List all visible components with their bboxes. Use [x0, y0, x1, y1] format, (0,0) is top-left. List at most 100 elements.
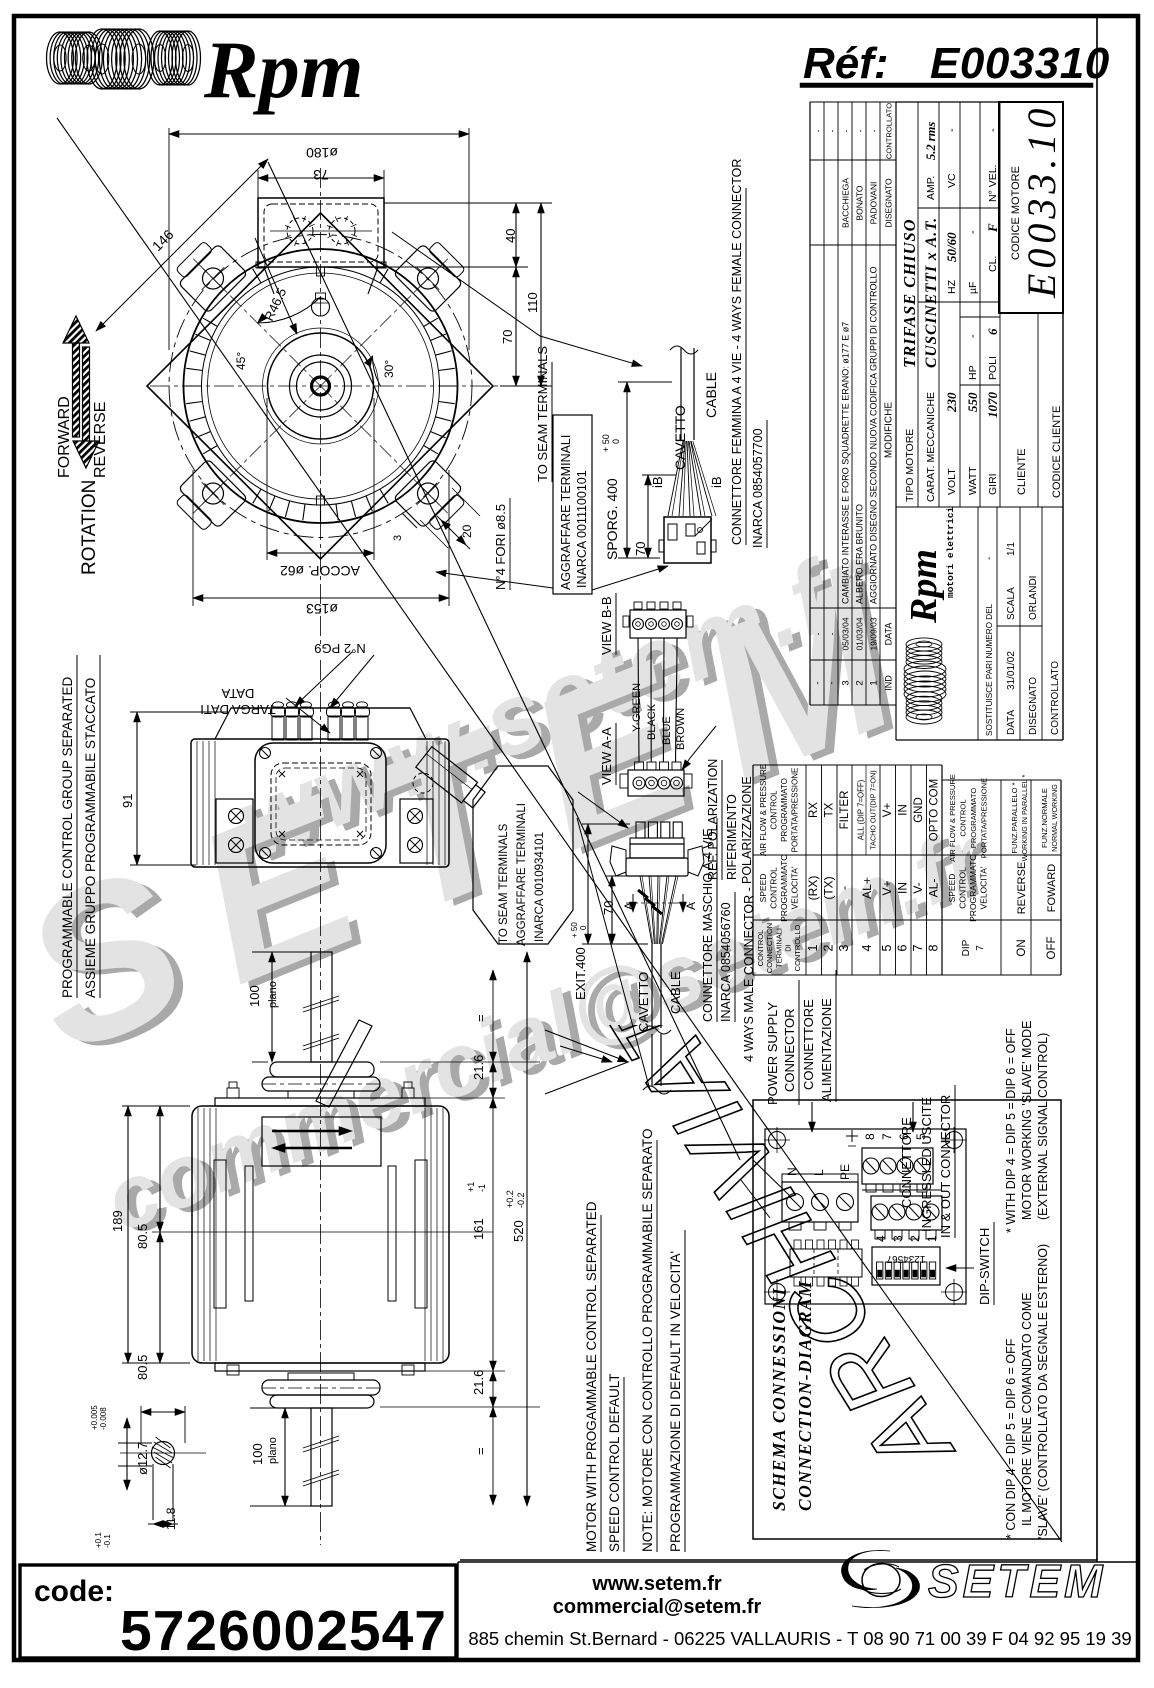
svg-text:plano: plano	[267, 981, 279, 1008]
svg-text:V+: V+	[882, 803, 894, 818]
svg-text:50/60: 50/60	[944, 232, 959, 262]
svg-text:WATT: WATT	[967, 466, 979, 495]
svg-text:SCHEMA CONNESSIONI: SCHEMA CONNESSIONI	[769, 1287, 789, 1511]
svg-text:DIP: DIP	[961, 939, 972, 956]
svg-text:DISEGNATO: DISEGNATO	[1028, 677, 1039, 735]
svg-text:-: -	[827, 632, 837, 635]
svg-text:1234567: 1234567	[886, 1253, 925, 1264]
svg-text:8: 8	[927, 944, 941, 951]
svg-text:CL.: CL.	[987, 256, 999, 272]
svg-text:189: 189	[110, 1210, 125, 1232]
svg-text:BACCHIEGA: BACCHIEGA	[841, 178, 851, 228]
svg-text:5: 5	[880, 944, 894, 951]
svg-text:PADOVANI: PADOVANI	[869, 182, 879, 225]
svg-text:FORWARD: FORWARD	[56, 396, 73, 478]
svg-text:IND: IND	[884, 675, 894, 691]
svg-text:5: 5	[914, 1133, 928, 1140]
svg-text:-: -	[813, 632, 823, 635]
svg-text:(TX): (TX)	[822, 876, 836, 899]
svg-text:4: 4	[860, 944, 874, 951]
svg-text:(EXTERNAL SIGNAL CONTROL): (EXTERNAL SIGNAL CONTROL)	[1036, 1033, 1050, 1220]
svg-text:-: -	[987, 128, 999, 132]
svg-text:F: F	[985, 223, 1000, 233]
svg-text:TACHO OUT(DIP 7=ON): TACHO OUT(DIP 7=ON)	[869, 770, 878, 849]
svg-text:110: 110	[525, 292, 540, 313]
svg-text:BONATO: BONATO	[855, 185, 865, 220]
svg-text:TARGA DATI: TARGA DATI	[200, 702, 275, 717]
svg-text:IN: IN	[898, 804, 910, 816]
svg-text:100: 100	[247, 985, 262, 1007]
svg-text:-0.008: -0.008	[99, 1407, 108, 1430]
svg-text:CABLE: CABLE	[703, 372, 719, 418]
svg-text:INARCA 0854057700: INARCA 0854057700	[751, 428, 765, 548]
svg-text:AMP.: AMP.	[925, 176, 937, 200]
svg-text:91: 91	[120, 794, 135, 808]
svg-text:ORLANDI: ORLANDI	[1028, 576, 1039, 620]
svg-text:161: 161	[471, 1218, 486, 1240]
svg-text:230: 230	[944, 392, 959, 413]
svg-text:+0.1: +0.1	[94, 1532, 103, 1548]
svg-text:RIFERIMENTO: RIFERIMENTO	[725, 794, 739, 880]
svg-text:-: -	[837, 886, 851, 890]
svg-text:INARCA 0010934101: INARCA 0010934101	[534, 832, 546, 942]
svg-text:CONNECTION-DIAGRAM: CONNECTION-DIAGRAM	[795, 1280, 815, 1511]
svg-text:+ 50: + 50	[570, 922, 579, 938]
svg-text:CABLE: CABLE	[668, 971, 683, 1014]
svg-text:WORKING IN PARALLEL *: WORKING IN PARALLEL *	[1020, 774, 1029, 861]
svg-text:6: 6	[897, 1133, 911, 1140]
svg-text:5.2 rms: 5.2 rms	[924, 122, 938, 160]
svg-text:FOWARD: FOWARD	[1046, 864, 1058, 913]
svg-text:+ 50: + 50	[601, 434, 611, 452]
svg-text:40: 40	[503, 229, 518, 243]
svg-text:SPEED: SPEED	[758, 874, 768, 903]
svg-text:11.8: 11.8	[164, 1507, 178, 1530]
svg-text:7: 7	[880, 1133, 894, 1140]
svg-text:PE: PE	[838, 1164, 852, 1180]
svg-text:CONTROL: CONTROL	[959, 799, 968, 836]
svg-text:TO SEAM TERMINALS: TO SEAM TERMINALS	[498, 823, 510, 944]
svg-text:CARAT. MECCANICHE: CARAT. MECCANICHE	[925, 392, 937, 502]
svg-text:POLARIZZAZIONE: POLARIZZAZIONE	[740, 776, 754, 884]
svg-text:05/03/04: 05/03/04	[841, 617, 851, 650]
svg-text:IL MOTORE VIENE COMANDATO COME: IL MOTORE VIENE COMANDATO COME	[1020, 1292, 1034, 1526]
svg-text:4: 4	[874, 1235, 888, 1242]
svg-text:80.5: 80.5	[135, 1224, 150, 1249]
svg-text:ASSIEME GRUPPO PROGRAMMABILE S: ASSIEME GRUPPO PROGRAMMABILE STACCATO	[83, 678, 98, 998]
svg-text:3: 3	[837, 944, 851, 951]
svg-text:VELOCITA': VELOCITA'	[790, 866, 800, 909]
svg-text:20: 20	[460, 524, 474, 538]
svg-text:1: 1	[925, 1235, 939, 1242]
svg-text:* WITH DIP 4 = DIP 5 = DIP 6 =: * WITH DIP 4 = DIP 5 = DIP 6 = OFF	[1004, 1028, 1018, 1233]
svg-text:CAVETTO: CAVETTO	[672, 405, 688, 470]
svg-text:VOLT: VOLT	[946, 468, 958, 495]
svg-text:-0.2: -0.2	[516, 1192, 526, 1208]
svg-text:31/01/02: 31/01/02	[1006, 651, 1017, 690]
svg-text:CONNECTION: CONNECTION	[765, 923, 774, 973]
svg-text:TX: TX	[824, 802, 836, 817]
svg-text:PORTATA/PRESSIONE: PORTATA/PRESSIONE	[791, 768, 800, 853]
svg-text:550: 550	[965, 392, 980, 412]
svg-text:A: A	[684, 902, 698, 910]
svg-text:BLUE: BLUE	[661, 716, 673, 745]
svg-text:CONTROL: CONTROL	[770, 790, 779, 830]
svg-text:BROWN: BROWN	[675, 708, 687, 750]
svg-text:POWER SUPPLY: POWER SUPPLY	[765, 1002, 780, 1105]
svg-text:FILTER: FILTER	[839, 791, 851, 830]
svg-text:PROGRAMMATO: PROGRAMMATO	[968, 854, 978, 922]
svg-text:30°: 30°	[382, 360, 396, 378]
svg-text:AGGRAFFARE TERMINALI: AGGRAFFARE TERMINALI	[516, 803, 528, 946]
svg-text:DATA: DATA	[884, 623, 894, 646]
svg-text:N° VEL.: N° VEL.	[987, 165, 999, 202]
svg-text:19/09/03: 19/09/03	[869, 617, 879, 650]
svg-text:SPORG. 400: SPORG. 400	[604, 478, 620, 560]
svg-text:-: -	[967, 334, 979, 338]
svg-text:70: 70	[500, 330, 515, 344]
svg-text:A: A	[622, 902, 636, 910]
svg-text:CONTROL: CONTROL	[958, 867, 968, 909]
svg-text:REVERSE: REVERSE	[92, 402, 109, 478]
svg-text:-: -	[946, 128, 958, 132]
svg-text:520: 520	[511, 1220, 526, 1242]
svg-text:-: -	[967, 230, 979, 234]
svg-text:2: 2	[855, 680, 866, 685]
svg-text:-0.1: -0.1	[103, 1534, 112, 1548]
